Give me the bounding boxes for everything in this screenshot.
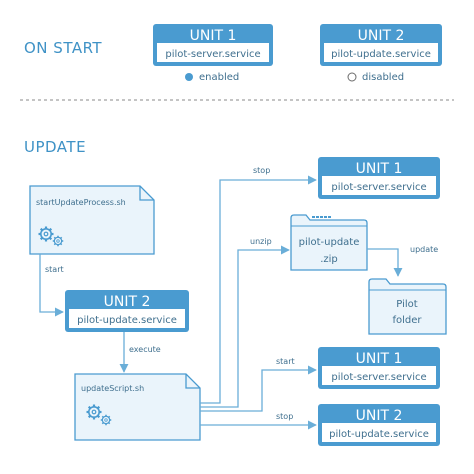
unit-card-target-1: UNIT 1 pilot-server.service: [318, 157, 440, 199]
unit-service: pilot-update.service: [331, 49, 431, 60]
pilot-folder-line2: folder: [392, 315, 422, 326]
start-connector: [39, 254, 64, 317]
pilot-folder-line1: Pilot: [396, 299, 417, 310]
unit-title: UNIT 1: [190, 28, 237, 44]
status-label-enabled: enabled: [199, 72, 239, 83]
update-script-name: updateScript.sh: [81, 384, 144, 393]
start-script-name: startUpdateProcess.sh: [36, 198, 126, 207]
zip-name-line1: pilot-update: [299, 237, 360, 248]
unit-title: UNIT 2: [356, 408, 403, 424]
start-connector-label: start: [45, 265, 64, 274]
unit-card-onstart-1: UNIT 1 pilot-server.service: [153, 24, 273, 66]
unit-card-target-2: UNIT 1 pilot-server.service: [318, 347, 440, 389]
unit-card-mid-2: UNIT 2 pilot-update.service: [65, 290, 189, 332]
update-script-file: updateScript.sh: [74, 373, 201, 441]
unit-card-onstart-2: UNIT 2 pilot-update.service: [320, 24, 442, 66]
zip-folder-icon: pilot-update .zip: [290, 214, 368, 271]
start-server-connector: [200, 365, 317, 412]
update-connector-label: update: [410, 245, 438, 254]
unit-title: UNIT 2: [104, 294, 151, 310]
unit-service: pilot-server.service: [331, 372, 426, 383]
unzip-connector-label: unzip: [250, 237, 272, 246]
unit-service: pilot-update.service: [77, 315, 177, 326]
unit-service: pilot-server.service: [165, 49, 260, 60]
start-update-script-file: startUpdateProcess.sh: [29, 185, 155, 255]
execute-connector-label: execute: [129, 345, 161, 354]
status-label-disabled: disabled: [362, 72, 404, 83]
start-server-connector-label: start: [276, 357, 295, 366]
unit-service: pilot-update.service: [329, 429, 429, 440]
section-title-update: UPDATE: [24, 138, 86, 156]
disabled-status-dot: [347, 72, 357, 82]
unit-title: UNIT 1: [356, 161, 403, 177]
unit-title: UNIT 2: [358, 28, 405, 44]
zip-name-line2: .zip: [320, 254, 338, 265]
folder-icon: Pilot folder: [368, 278, 447, 335]
unit-service: pilot-server.service: [331, 182, 426, 193]
stop-update-connector-label: stop: [276, 412, 293, 421]
unit-title: UNIT 1: [356, 351, 403, 367]
stop-server-connector-label: stop: [253, 166, 270, 175]
unit-card-target-3: UNIT 2 pilot-update.service: [318, 404, 440, 446]
stop-server-connector: [200, 175, 317, 404]
unzip-connector: [200, 245, 290, 408]
update-connector: [367, 248, 403, 277]
enabled-status-dot: [185, 73, 193, 81]
section-title-on-start: ON START: [24, 39, 102, 57]
